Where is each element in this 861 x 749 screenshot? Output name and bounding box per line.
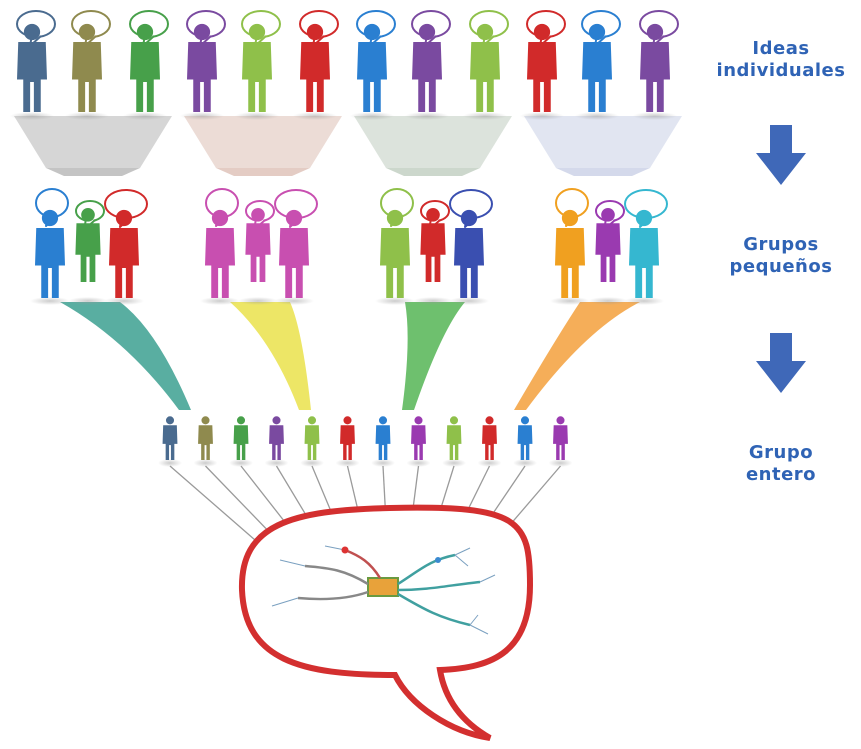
person-icon — [162, 416, 178, 460]
small-group — [30, 188, 191, 410]
person-icon — [553, 416, 568, 460]
individual-group — [10, 10, 172, 176]
person-icon — [517, 416, 533, 460]
person-icon — [35, 209, 65, 298]
individual-group — [180, 10, 342, 176]
final-idea-bubble — [238, 504, 534, 741]
mind-map — [271, 545, 496, 635]
merge-stream — [60, 302, 191, 410]
arrow-down-icon — [756, 333, 806, 393]
person-icon — [205, 209, 235, 298]
merge-stream — [402, 302, 465, 410]
person-icon — [375, 416, 391, 460]
small-group — [514, 188, 668, 410]
person-icon — [555, 209, 585, 298]
person-icon — [380, 209, 410, 298]
person-icon — [411, 416, 426, 460]
small-group — [375, 188, 493, 410]
person-icon — [629, 209, 659, 298]
person-icon — [454, 209, 484, 298]
label-line: Ideas — [752, 38, 810, 59]
final-speech-bubble — [238, 504, 534, 741]
merge-funnel — [524, 116, 682, 168]
label-line: entero — [745, 464, 817, 485]
small-groups-row — [30, 188, 668, 410]
person-icon — [233, 416, 249, 460]
merge-stream — [514, 302, 640, 410]
person-icon — [340, 416, 355, 460]
person-icon — [198, 416, 213, 460]
person-icon — [446, 416, 462, 460]
individual-ideas-row — [10, 10, 682, 176]
label-line: pequeños — [729, 256, 833, 277]
person-icon — [482, 416, 497, 460]
connector-line — [169, 465, 256, 541]
connector-line — [205, 465, 278, 541]
merge-stream — [230, 302, 311, 410]
arrow-down-icon — [756, 125, 806, 185]
person-icon — [304, 416, 320, 460]
small-group — [200, 188, 318, 410]
individual-group — [520, 10, 682, 176]
person-icon — [269, 416, 284, 460]
label-grupo-entero: Grupo entero — [706, 442, 856, 486]
merge-funnel — [354, 116, 512, 168]
label-grupos-pequenos: Grupos pequeños — [706, 234, 856, 278]
label-line: Grupos — [743, 234, 819, 255]
label-line: individuales — [716, 60, 846, 81]
individual-group — [350, 10, 512, 176]
person-icon — [279, 209, 309, 298]
merge-funnel — [184, 116, 342, 168]
label-line: Grupo — [748, 442, 814, 463]
merge-funnel — [14, 116, 172, 168]
person-icon — [109, 209, 139, 298]
label-ideas-individuales: Ideas individuales — [706, 38, 856, 82]
